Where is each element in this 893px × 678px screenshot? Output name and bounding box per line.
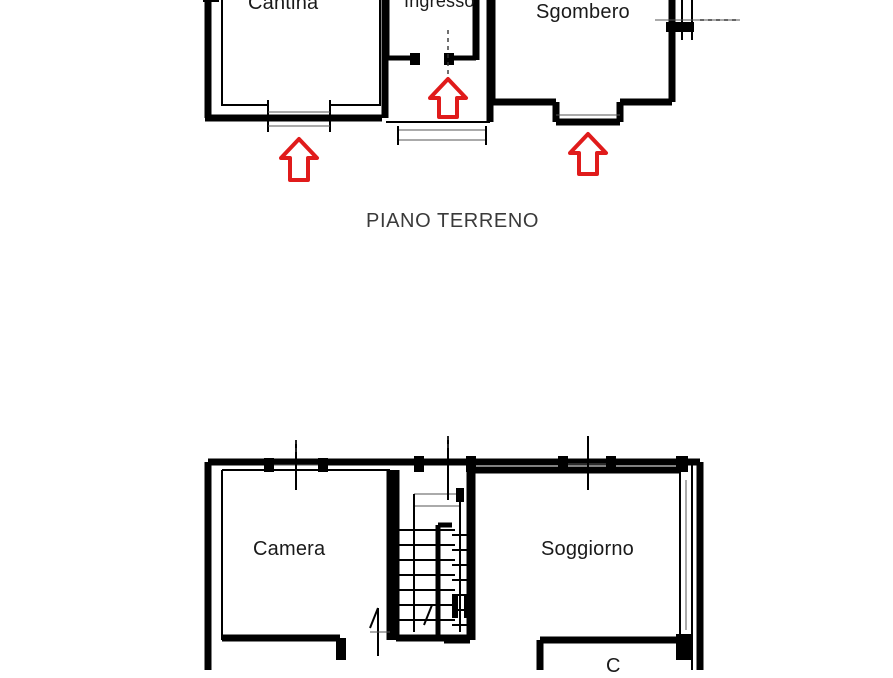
- staircase-group: [392, 436, 476, 644]
- room-label-ingresso: Ingresso: [404, 0, 475, 11]
- room-label-camera: Camera: [253, 538, 326, 560]
- arrow-cantina-icon: [279, 137, 319, 182]
- floor-title-ground: PIANO TERRENO: [366, 210, 540, 232]
- room-label-soggiorno: Soggiorno: [541, 538, 634, 560]
- room-bottom-partial-walls: [536, 634, 692, 670]
- room-label-cantina: Cantina: [248, 0, 319, 14]
- room-label-bottom-partial: C: [606, 655, 621, 677]
- ground-floor-group: [203, 0, 740, 182]
- arrow-sgombero-icon: [568, 132, 608, 176]
- upper-floor-group: [204, 436, 704, 670]
- room-cantina-walls: [203, 0, 389, 132]
- room-sgombero-walls: [488, 0, 740, 126]
- room-camera-walls: [221, 440, 394, 660]
- room-ingresso-walls: [382, 0, 494, 145]
- room-label-sgombero: Sgombero: [536, 1, 630, 23]
- arrow-ingresso-icon: [428, 77, 468, 119]
